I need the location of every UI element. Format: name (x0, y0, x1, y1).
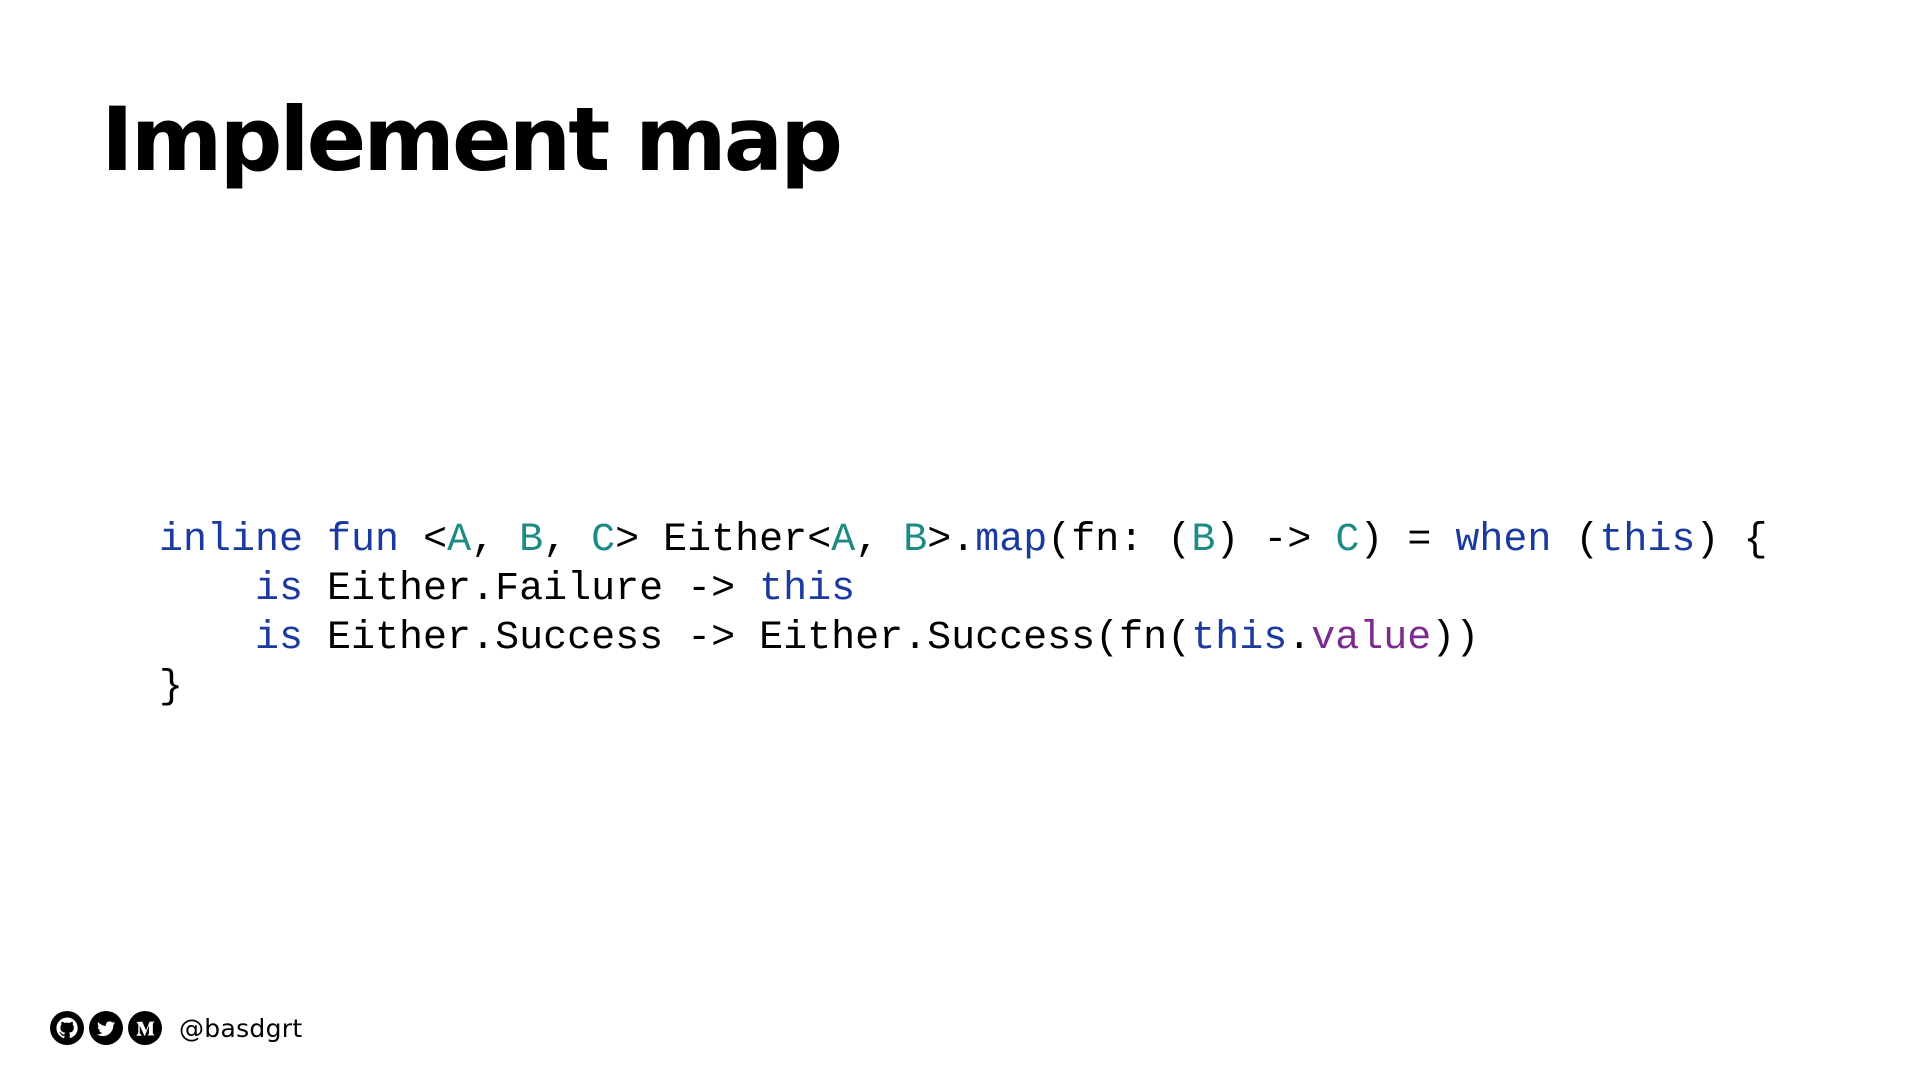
medium-icon (128, 1011, 162, 1045)
code-token: ) -> (1215, 518, 1336, 563)
code-token: >. (927, 518, 976, 563)
code-token: B (519, 518, 544, 563)
code-token: C (1335, 518, 1360, 563)
code-token: ) { (1695, 518, 1768, 563)
code-token: map (975, 518, 1048, 563)
footer: @basdgrt (50, 1010, 302, 1046)
code-token: B (903, 518, 928, 563)
code-token: fun (327, 518, 400, 563)
code-token: this (759, 567, 856, 612)
code-token: . (1287, 616, 1312, 661)
code-token: A (447, 518, 472, 563)
code-token: ) = (1359, 518, 1456, 563)
twitter-icon (89, 1011, 123, 1045)
code-block: inline fun <A, B, C> Either<A, B>.map(fn… (159, 516, 1767, 712)
code-token: } (159, 665, 184, 710)
code-token (159, 567, 255, 612)
code-token: ( (1551, 518, 1600, 563)
code-token (159, 616, 255, 661)
code-token: inline (159, 518, 304, 563)
github-icon (50, 1011, 84, 1045)
code-token: B (1191, 518, 1216, 563)
code-token: > Either< (615, 518, 832, 563)
code-token: this (1191, 616, 1288, 661)
code-token: Either.Success -> Either.Success(fn( (303, 616, 1192, 661)
code-token: , (855, 518, 904, 563)
code-line: } (159, 663, 1767, 712)
code-line: inline fun <A, B, C> Either<A, B>.map(fn… (159, 516, 1767, 565)
code-token: (fn: ( (1047, 518, 1192, 563)
code-token: Either.Failure -> (303, 567, 760, 612)
code-token: , (543, 518, 592, 563)
code-token: A (831, 518, 856, 563)
code-token: when (1455, 518, 1552, 563)
author-handle: @basdgrt (179, 1013, 303, 1043)
code-line: is Either.Failure -> this (159, 565, 1767, 614)
code-token: is (255, 567, 304, 612)
code-token: , (471, 518, 520, 563)
code-token: this (1599, 518, 1696, 563)
code-token: value (1311, 616, 1432, 661)
code-line: is Either.Success -> Either.Success(fn(t… (159, 614, 1767, 663)
slide-title: Implement map (101, 88, 843, 191)
code-token: < (399, 518, 448, 563)
code-token (303, 518, 327, 563)
code-token: )) (1431, 616, 1480, 661)
code-token: is (255, 616, 304, 661)
code-token: C (591, 518, 616, 563)
